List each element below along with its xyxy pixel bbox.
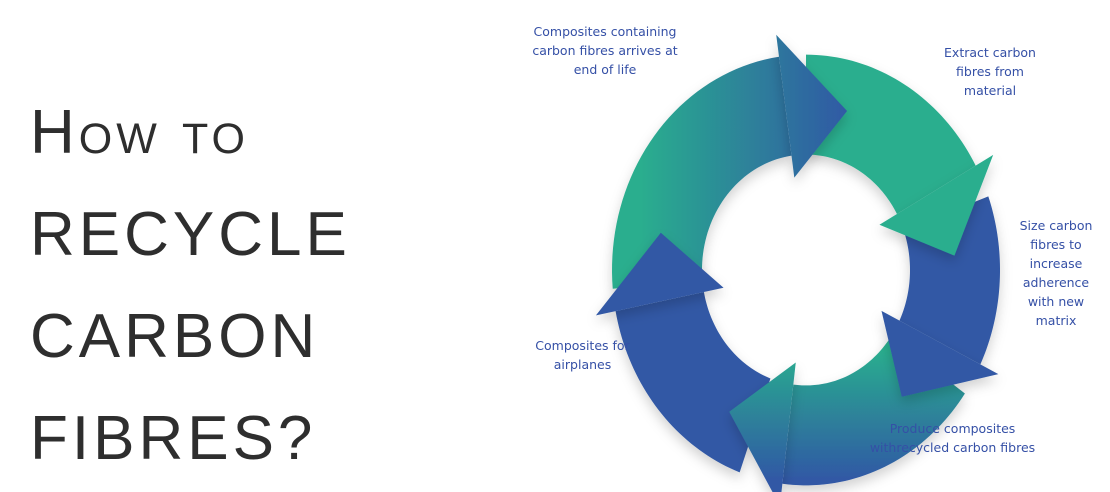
title-line-4: FIBRES? <box>30 404 317 473</box>
title-line-3: CARBON <box>30 302 320 371</box>
arrow-top-body <box>612 56 792 289</box>
arrow-top-head-icon <box>776 34 848 178</box>
step-label-end-of-life: Composites containing carbon fibres arri… <box>532 24 678 77</box>
step-label-airplanes: Composites for airplanes <box>535 338 630 372</box>
arrow-left-body <box>615 292 771 473</box>
page-title: How to RECYCLE CARBON FIBRES? <box>30 82 351 490</box>
step-label-extract: Extract carbon fibres from material <box>944 45 1036 98</box>
arrow-right-head-icon <box>879 154 994 256</box>
step-label-produce: Produce composites withrecycled carbon f… <box>869 421 1036 455</box>
arrow-left-head-icon <box>595 232 724 316</box>
arrow-lower-right-head-icon <box>881 310 999 397</box>
step-label-size: Size carbon fibres to increase adherence… <box>1019 218 1093 328</box>
arrow-right-body <box>806 54 976 215</box>
title-line-2: RECYCLE <box>30 200 351 269</box>
title-line-1: How to <box>30 98 249 167</box>
arrow-bottom-head-icon <box>729 362 796 492</box>
